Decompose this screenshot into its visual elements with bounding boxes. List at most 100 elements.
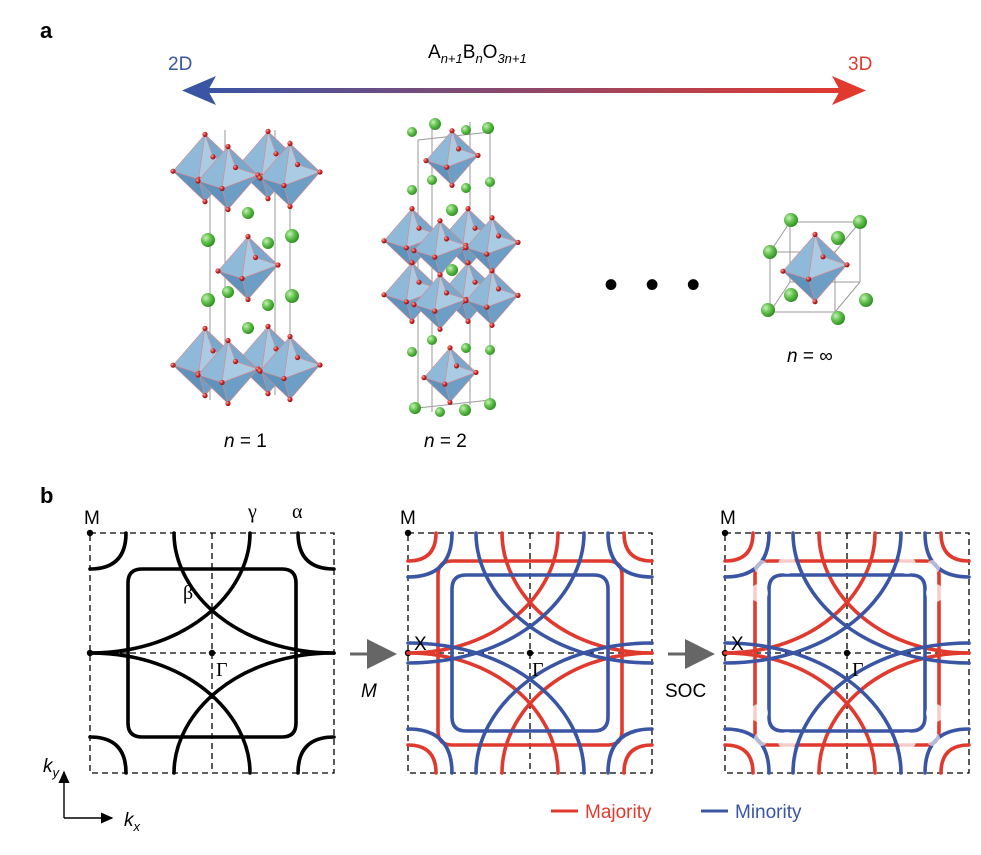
oxygen-atom <box>432 308 438 314</box>
alpha-sheet <box>296 531 336 571</box>
oxygen-atom <box>449 128 455 134</box>
a-site-atom <box>222 286 234 298</box>
fermi-surface-paramagnetic <box>86 529 336 775</box>
oxygen-atom <box>265 391 271 397</box>
gamma-sheet <box>791 531 971 665</box>
a-site-atom <box>242 207 254 219</box>
oxygen-atom <box>495 286 502 292</box>
oxygen-atom <box>437 272 443 278</box>
oxygen-atom <box>409 318 415 324</box>
oxygen-atom <box>215 268 221 274</box>
a-site-atom <box>262 299 274 311</box>
gamma-sheet <box>474 531 654 665</box>
hybridization-gap <box>926 732 940 746</box>
oxygen-atom <box>806 276 812 282</box>
gamma-point <box>843 649 851 657</box>
oxygen-atom <box>449 182 455 188</box>
a-site-atom <box>459 404 471 416</box>
alpha-sheet <box>606 531 654 579</box>
oxygen-atom <box>257 175 263 181</box>
oxygen-atom <box>294 354 301 361</box>
oxygen-atom <box>484 304 490 310</box>
a-site-atom <box>427 335 437 345</box>
legend: Majority Minority <box>551 802 802 823</box>
cell-edge <box>834 281 861 313</box>
a-site-atom <box>285 229 299 243</box>
ninf-label: n = ∞ <box>787 346 833 367</box>
a-site-atom <box>201 293 215 307</box>
legend-majority-label: Majority <box>585 802 652 823</box>
hybridization-gap <box>926 584 944 602</box>
grid1-alpha-band-label: α <box>292 501 303 523</box>
panel-b-label: b <box>40 483 53 508</box>
oxygen-atom <box>239 275 245 282</box>
oxygen-atom <box>472 225 478 231</box>
oxygen-atom <box>472 279 478 285</box>
ellipsis-dots: • • • <box>604 263 708 307</box>
a-site-atom <box>407 127 417 137</box>
a-site-atom <box>831 311 845 325</box>
oxygen-atom <box>170 362 176 368</box>
a-site-atom <box>409 402 421 414</box>
alpha-sheet <box>406 727 454 775</box>
oxygen-atom <box>455 146 462 152</box>
magnetism-label: M <box>361 681 377 702</box>
a-site-atom <box>763 245 777 259</box>
a-site-atom <box>429 118 441 130</box>
oxygen-atom <box>443 290 450 296</box>
soc-label: SOC <box>665 681 706 702</box>
oxygen-atom <box>437 326 443 332</box>
oxygen-atom <box>475 152 481 158</box>
oxygen-atom <box>423 158 429 164</box>
oxygen-atom <box>515 292 521 298</box>
a-site-atom <box>485 177 495 187</box>
oxygen-atom <box>273 151 279 157</box>
a-site-atom <box>285 289 299 303</box>
oxygen-atom <box>381 238 387 244</box>
oxygen-atom <box>202 325 208 331</box>
alpha-sheet <box>606 727 654 775</box>
oxygen-atom <box>219 379 225 386</box>
oxygen-atom <box>495 233 502 239</box>
oxygen-atom <box>515 239 521 245</box>
oxygen-atom <box>447 345 453 351</box>
bands-paramagnetic <box>88 531 336 775</box>
dimensionality-arrow <box>182 76 866 105</box>
oxygen-atom <box>281 375 287 382</box>
oxygen-atom <box>202 131 208 137</box>
grid1-gamma-point-label: Γ <box>216 659 228 681</box>
oxygen-atom <box>453 363 460 369</box>
a-site-atom <box>461 343 471 353</box>
structure-n2 <box>381 118 521 417</box>
beta-sheet <box>767 573 927 733</box>
alpha-sheet <box>622 743 654 775</box>
fermi-surface-magnetic <box>404 529 654 775</box>
gamma-sheet <box>172 651 336 775</box>
grid1-beta-band-label: β <box>183 582 193 604</box>
label-3d: 3D <box>848 54 872 75</box>
gamma-sheet <box>474 641 654 775</box>
hybridization-gap <box>926 704 944 722</box>
oxygen-atom <box>489 215 495 221</box>
n1-label: n = 1 <box>224 431 267 452</box>
oxygen-atom <box>287 140 293 147</box>
oxygen-atom <box>245 296 251 303</box>
oxygen-atom <box>489 268 495 274</box>
alpha-sheet <box>88 735 128 775</box>
oxygen-atom <box>232 164 239 171</box>
a-site-atom <box>761 303 775 317</box>
oxygen-atom <box>219 185 225 192</box>
oxygen-atom <box>447 399 453 405</box>
oxygen-atom <box>265 323 271 329</box>
a-site-atom <box>461 183 471 193</box>
kx-axis-label: kx <box>124 810 141 834</box>
alpha-sheet <box>939 531 971 563</box>
oxygen-atom <box>780 268 786 274</box>
hybridization-gap <box>898 732 916 750</box>
label-2d: 2D <box>168 54 192 75</box>
fermi-surface-soc <box>721 529 971 775</box>
hybridization-gap <box>754 732 768 746</box>
oxygen-atom <box>812 231 818 237</box>
grid1-gamma-band-label: γ <box>247 501 257 523</box>
